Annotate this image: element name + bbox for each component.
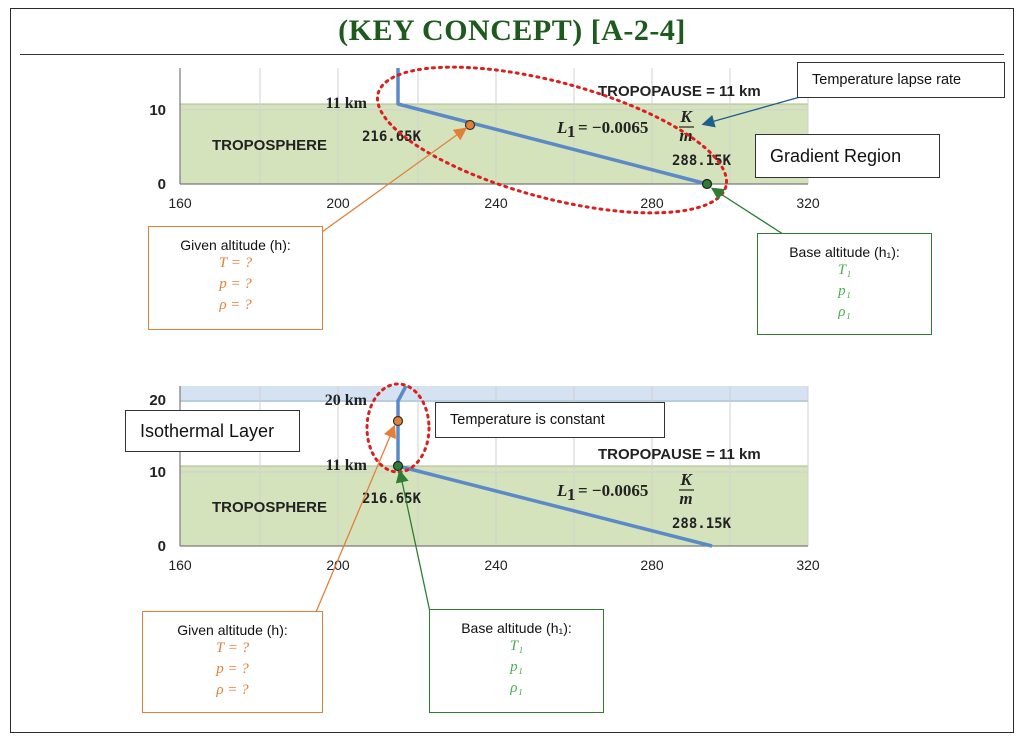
given-altitude-marker <box>392 415 404 427</box>
svg-text:= −0.0065: = −0.0065 <box>578 118 648 137</box>
bottom-y-tick: 10 <box>149 464 166 481</box>
base-temperature: T₁ <box>837 262 852 278</box>
title-divider <box>20 54 1004 55</box>
base-altitude-marker <box>392 460 404 472</box>
svg-text:= −0.0065: = −0.0065 <box>578 481 648 500</box>
tropopause-temp-label: 216.65K <box>362 491 422 507</box>
bottom-x-tick: 200 <box>326 557 350 573</box>
given-altitude-box: Given altitude (h): T = ? p = ? ρ = ? <box>148 226 323 330</box>
gradient-region-text: Gradient Region <box>770 145 902 166</box>
svg-text:1: 1 <box>567 122 576 141</box>
base-altitude-box: Base altitude (h₁): T₁ p₁ ρ₁ <box>429 609 604 713</box>
base-density: ρ₁ <box>510 680 523 696</box>
tropopause-temp-label: 216.65K <box>362 129 422 145</box>
tropopause-altitude-label: 11 km <box>326 95 368 112</box>
bottom-x-tick: 320 <box>796 557 820 573</box>
temperature-profile-line <box>396 68 708 186</box>
top-y-tick: 0 <box>158 176 166 193</box>
top-x-tick: 160 <box>168 195 192 211</box>
base-temp-label: 288.15K <box>672 153 732 169</box>
lapse-rate-formula: L 1 = −0.0065 K m <box>556 470 694 508</box>
temperature-constant-callout: Temperature is constant <box>435 402 665 438</box>
svg-text:L: L <box>556 118 567 137</box>
troposphere-band <box>180 466 808 546</box>
top-y-tick: 10 <box>149 102 166 119</box>
isothermal-layer-text: Isothermal Layer <box>140 420 275 441</box>
given-altitude-box: Given altitude (h): T = ? p = ? ρ = ? <box>142 611 323 713</box>
given-altitude-heading: Given altitude (h): <box>180 237 291 253</box>
tropopause-label: TROPOPAUSE = 11 km <box>598 446 761 463</box>
slide-frame <box>10 8 1014 733</box>
stratosphere-band <box>180 386 808 402</box>
base-altitude-marker <box>701 178 713 190</box>
bottom-x-tick: 280 <box>640 557 664 573</box>
lapse-rate-callout-text: Temperature lapse rate <box>812 72 962 88</box>
base-density: ρ₁ <box>838 304 851 320</box>
given-temperature: T = ? <box>215 640 250 656</box>
top-x-tick: 280 <box>640 195 664 211</box>
svg-text:K: K <box>679 107 693 126</box>
temperature-profile-line <box>396 385 713 548</box>
base-altitude-heading: Base altitude (h₁): <box>789 244 900 260</box>
gradient-region-highlight <box>375 65 729 215</box>
given-altitude-marker <box>464 119 476 131</box>
tropopause-altitude-label: 11 km <box>326 457 368 474</box>
base-temp-label: 288.15K <box>672 516 732 532</box>
base-pressure: p₁ <box>838 283 851 299</box>
svg-text:m: m <box>679 489 692 508</box>
top-x-tick: 320 <box>796 195 820 211</box>
top-x-tick: 240 <box>484 195 508 211</box>
lapse-rate-callout: Temperature lapse rate <box>797 62 1005 98</box>
base-altitude-arrow <box>710 187 787 237</box>
svg-text:1: 1 <box>567 485 576 504</box>
given-altitude-arrow <box>321 127 468 233</box>
isothermal-layer-callout: Isothermal Layer <box>125 410 300 452</box>
base-temperature: T₁ <box>509 638 524 654</box>
bottom-chart: 20 10 0 160 200 240 280 320 20 km 11 km … <box>149 382 820 613</box>
troposphere-label: TROPOSPHERE <box>212 137 327 154</box>
page-title: (KEY CONCEPT) [A-2-4] <box>338 14 686 47</box>
svg-text:m: m <box>679 126 692 145</box>
given-altitude-heading: Given altitude (h): <box>177 622 288 638</box>
given-pressure: p = ? <box>216 661 249 677</box>
gradient-region-callout: Gradient Region <box>755 134 940 178</box>
base-pressure: p₁ <box>510 659 523 675</box>
base-altitude-arrow <box>395 469 431 613</box>
svg-text:L: L <box>556 481 567 500</box>
top-x-tick: 200 <box>326 195 350 211</box>
given-pressure: p = ? <box>219 276 252 292</box>
given-altitude-arrow <box>315 424 396 613</box>
base-altitude-heading: Base altitude (h₁): <box>461 620 572 636</box>
top-chart: 10 0 160 200 240 280 320 11 km 216.65K T… <box>149 65 820 237</box>
tropopause-label: TROPOPAUSE = 11 km <box>598 83 761 100</box>
given-density: ρ = ? <box>216 682 249 698</box>
bottom-y-tick: 0 <box>158 538 166 555</box>
lapse-rate-arrow <box>701 96 801 128</box>
bottom-x-tick: 240 <box>484 557 508 573</box>
bottom-y-tick: 20 <box>149 392 166 409</box>
base-altitude-box: Base altitude (h₁): T₁ p₁ ρ₁ <box>757 233 932 335</box>
temperature-constant-text: Temperature is constant <box>450 412 605 428</box>
bottom-x-tick: 160 <box>168 557 192 573</box>
top-altitude-label: 20 km <box>325 392 368 409</box>
svg-text:K: K <box>679 470 693 489</box>
troposphere-label: TROPOSPHERE <box>212 499 327 516</box>
given-density: ρ = ? <box>219 297 252 313</box>
given-temperature: T = ? <box>218 255 253 271</box>
